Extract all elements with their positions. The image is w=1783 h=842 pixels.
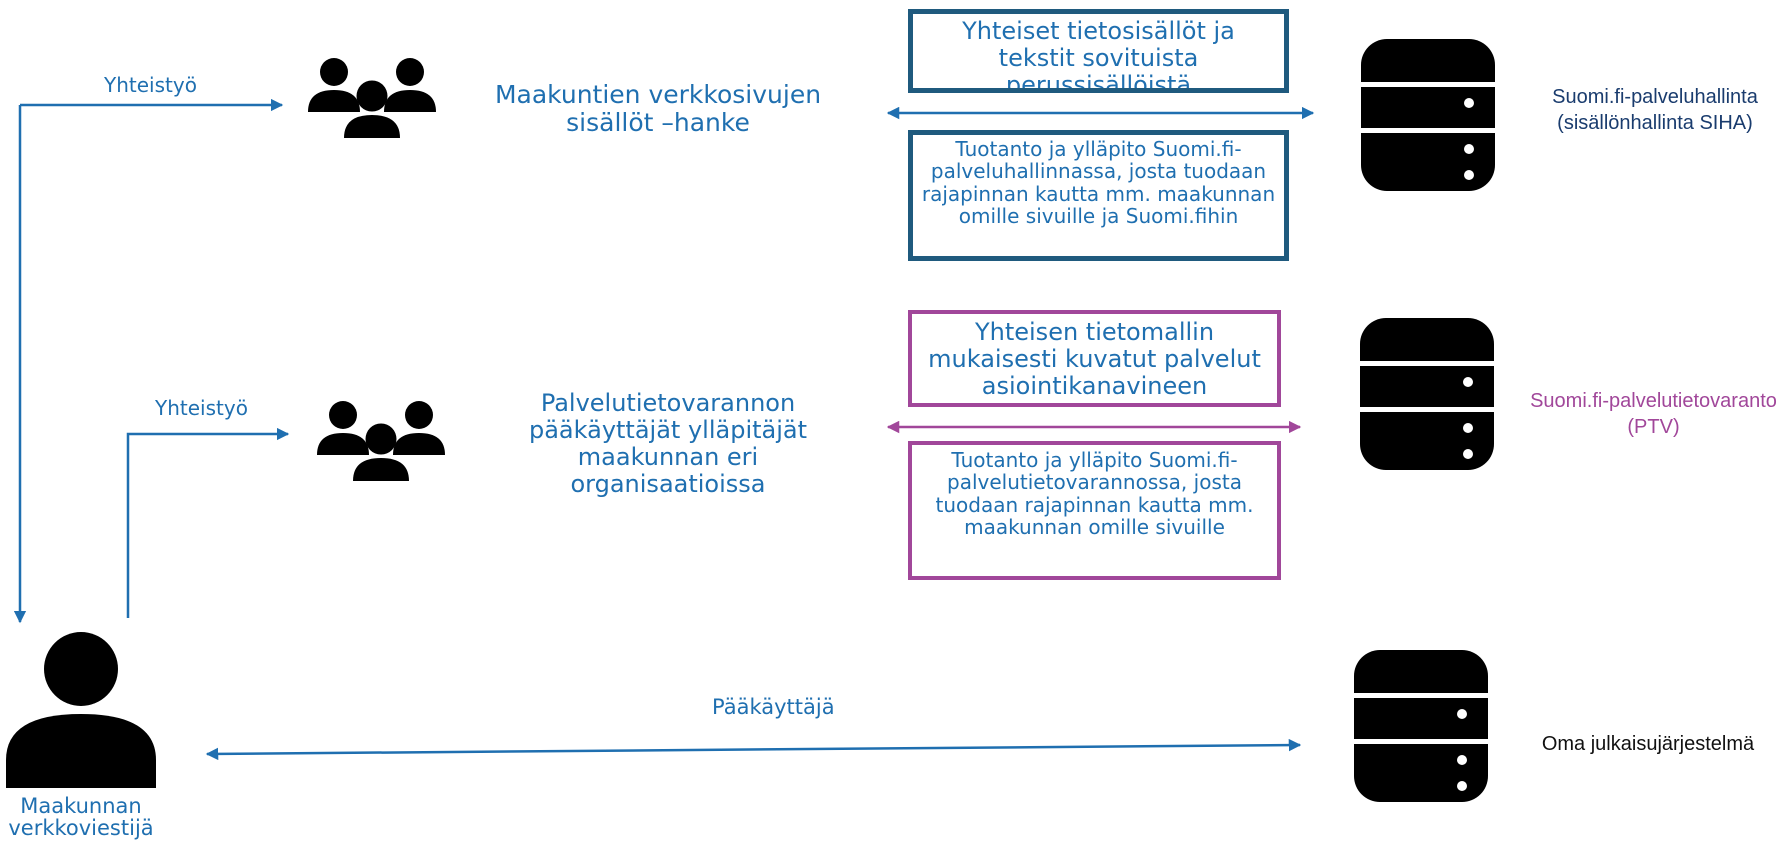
admin-role-label: Pääkäyttäjä [712, 695, 835, 719]
content-production-box: Tuotanto ja ylläpito Suomi.fi-palveluhal… [908, 130, 1289, 261]
arrow-publishing-system [205, 738, 1302, 761]
service-production-box: Tuotanto ja ylläpito Suomi.fi-palvelutie… [908, 441, 1281, 580]
project-title: Maakuntien verkkosivujen sisällöt –hanke [494, 80, 822, 137]
collaboration-label: Yhteistyö [104, 73, 197, 97]
database-icon [1354, 650, 1488, 802]
shared-content-box: Yhteiset tietosisällöt ja tekstit sovitu… [908, 9, 1289, 93]
collaboration-label: Yhteistyö [155, 396, 248, 420]
database-icon [1360, 318, 1494, 470]
person-icon [6, 632, 156, 788]
group-icon [317, 401, 445, 481]
publishing-system-label: Oma julkaisujärjestelmä [1541, 733, 1755, 755]
content-management-system-label: Suomi.fi-palveluhallinta (sisällönhallin… [1552, 86, 1758, 134]
data-model-box: Yhteisen tietomallin mukaisesti kuvatut … [908, 310, 1281, 407]
connector-collaboration-2 [126, 427, 290, 618]
database-icon [1361, 39, 1495, 191]
service-repository-system-label: Suomi.fi-palvelutietovaranto (PTV) [1530, 390, 1777, 438]
actor-label: Maakunnan verkkoviestijä [8, 794, 154, 841]
group-icon [308, 58, 436, 138]
service-admins-title: Palvelutietovarannon pääkäyttäjät ylläpi… [528, 389, 808, 498]
